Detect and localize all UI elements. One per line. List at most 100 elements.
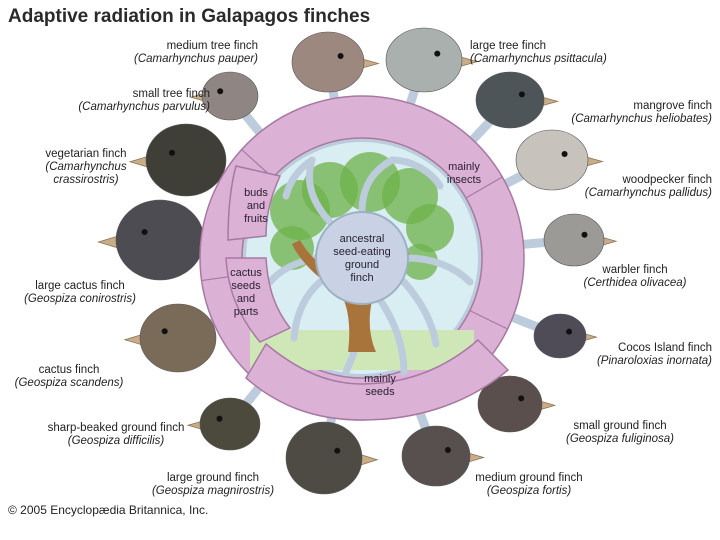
finch-head-medium-ground-finch <box>401 425 486 487</box>
inner-branches <box>266 156 474 376</box>
label-medium-ground-finch: medium ground finch (Geospiza fortis) <box>454 472 604 498</box>
head-shape <box>201 71 259 121</box>
common-name: small tree finch <box>132 88 210 100</box>
label-cactus-seeds-line: cactus <box>230 267 262 279</box>
common-name: large cactus finch <box>35 280 125 292</box>
lineage-branch <box>400 278 440 348</box>
divider-buds-cactus <box>465 176 503 199</box>
label-cocos-island-finch: Cocos Island finch (Pinaroloxias inornat… <box>560 342 712 368</box>
eye-icon <box>334 447 341 454</box>
scientific-name: (Camarhynchus parvulus) <box>78 101 210 113</box>
finch-head-warbler-finch <box>543 213 618 267</box>
ancestral-tree-illustration <box>246 142 478 376</box>
scientific-name: (Geospiza scandens) <box>14 377 124 389</box>
label-mainly-seeds-line: mainly <box>364 373 396 385</box>
common-name: Cocos Island finch <box>618 342 712 354</box>
scientific-name: (Geospiza conirostris) <box>24 293 136 305</box>
label-medium-tree-finch: medium tree finch (Camarhynchus pauper) <box>108 40 258 66</box>
finch-head-medium-tree-finch <box>291 31 380 93</box>
head-shape <box>477 375 543 433</box>
eye-icon <box>566 328 573 335</box>
label-buds-and-fruits-line: and <box>247 200 265 212</box>
cactus-seeds-box <box>225 257 292 343</box>
eye-icon <box>581 231 588 238</box>
label-woodpecker-finch: woodpecker finch (Camarhynchus pallidus) <box>530 174 712 200</box>
common-name: warbler finch <box>602 264 668 276</box>
eye-icon <box>217 88 224 95</box>
finch-head-sharp-beaked-ground-finch <box>186 397 261 451</box>
foliage-blob <box>406 204 454 252</box>
finch-heads <box>97 27 618 495</box>
common-name: cactus finch <box>38 364 100 376</box>
head-shape <box>145 123 227 197</box>
finch-head-large-ground-finch <box>285 421 379 495</box>
scientific-name: (Geospiza magnirostris) <box>151 485 275 497</box>
label-warbler-finch: warbler finch (Certhidea olivacea) <box>560 264 710 290</box>
lineage-branch <box>290 278 324 342</box>
common-name: medium ground finch <box>475 472 583 484</box>
finch-head-cactus-finch <box>123 303 217 373</box>
label-sharp-beaked-ground-finch: sharp-beaked ground finch (Geospiza diff… <box>20 422 212 448</box>
scientific-name: (Camarhynchus pallidus) <box>584 187 712 199</box>
eye-icon <box>337 53 344 59</box>
eye-icon <box>444 447 451 453</box>
head-shape <box>285 421 363 495</box>
lineage-branch <box>306 156 334 226</box>
label-large-tree-finch: large tree finch (Camarhynchus psittacul… <box>470 40 670 66</box>
label-vegetarian-finch: vegetarian finch (Camarhynchus crassiros… <box>20 148 152 187</box>
lineage-branch <box>282 156 316 200</box>
head-shape <box>475 71 545 129</box>
lineage-branch <box>404 254 474 286</box>
head-shape <box>199 397 261 451</box>
finch-head-cocos-island-finch <box>533 313 598 359</box>
eye-icon <box>216 415 223 422</box>
finch-head-vegetarian-finch <box>128 123 227 197</box>
scientific-name: (Geospiza fuliginosa) <box>565 433 675 445</box>
finch-head-small-tree-finch <box>189 71 259 121</box>
finch-head-large-cactus-finch <box>97 199 205 281</box>
common-name: sharp-beaked ground finch <box>47 422 185 434</box>
common-name: small ground finch <box>573 420 667 432</box>
head-shape <box>291 31 365 93</box>
finch-head-small-ground-finch <box>477 375 557 433</box>
common-name: large ground finch <box>166 472 260 484</box>
label-mangrove-finch: mangrove finch (Camarhynchus heliobates) <box>520 100 712 126</box>
common-name: large tree finch <box>470 40 547 52</box>
label-mainly-insects-line: insects <box>447 174 482 186</box>
label-buds-and-fruits-line: fruits <box>244 213 268 225</box>
eye-icon <box>169 149 175 156</box>
eye-icon <box>161 328 168 335</box>
scientific-name: (Camarhynchus psittacula) <box>470 53 607 65</box>
finch-head-mangrove-finch <box>475 71 560 129</box>
scientific-name: (Pinaroloxias inornata) <box>596 355 712 367</box>
ancestral-finch-label-line: ancestral <box>340 233 385 245</box>
eye-icon <box>434 50 441 57</box>
eye-icon <box>518 395 525 402</box>
finch-head-woodpecker-finch <box>515 129 604 191</box>
cactus-box-shape <box>225 257 292 343</box>
scientific-name: (Camarhynchus pauper) <box>133 53 258 65</box>
eye-icon <box>561 151 568 157</box>
ancestral-finch-label-line: seed-eating <box>333 246 391 258</box>
head-shape <box>115 199 205 281</box>
label-cactus-seeds-line: and <box>237 293 255 305</box>
buds-box-shape <box>227 165 282 241</box>
lineage-branch <box>376 296 408 376</box>
label-mainly-seeds-line: seeds <box>365 386 395 398</box>
scientific-name: (Geospiza difficilis) <box>67 435 165 447</box>
scientific-name: (Certhidea olivacea) <box>583 277 687 289</box>
head-shape <box>543 213 605 267</box>
seeds-arc-shape <box>245 338 510 421</box>
common-name: woodpecker finch <box>622 174 713 186</box>
scientific-name: (Camarhynchus crassirostris) <box>45 161 127 186</box>
label-cactus-seeds-line: seeds <box>231 280 261 292</box>
ancestral-finch-label-line: finch <box>350 272 373 284</box>
label-small-tree-finch: small tree finch (Camarhynchus parvulus) <box>40 88 210 114</box>
label-cactus-seeds-line: parts <box>234 306 259 318</box>
divider-cactus-seeds <box>469 310 508 330</box>
